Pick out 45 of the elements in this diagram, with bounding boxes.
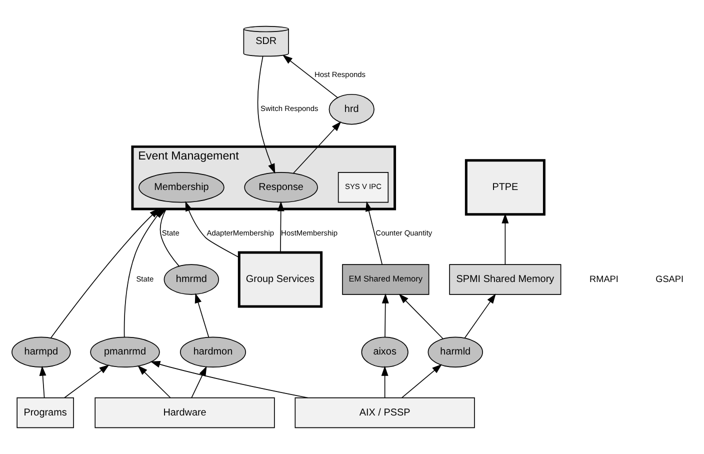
node-box: Programs (16, 397, 74, 428)
arrow (185, 201, 240, 258)
node-ellipse: harmld (428, 336, 483, 368)
arrow (191, 366, 207, 398)
arrow (502, 213, 509, 265)
arrow (257, 56, 276, 174)
edge-label: HostMembership (281, 228, 338, 238)
arrow (382, 293, 389, 338)
label: RMAPI (590, 274, 618, 284)
arrow (282, 54, 338, 98)
arrow (150, 360, 308, 398)
node-ellipse: harmpd (12, 336, 71, 368)
arrow (398, 294, 444, 340)
edge-label: State (162, 228, 180, 238)
node-ellipse: Response (244, 172, 318, 203)
node-ellipse: hrd (328, 94, 374, 125)
arrow (194, 293, 210, 338)
node-ellipse: Membership (138, 172, 224, 203)
arrow (64, 364, 110, 398)
node-ellipse: hmrmd (164, 264, 219, 295)
arrow (366, 201, 383, 265)
node-ellipse: hardmon (180, 336, 246, 368)
arrow (292, 121, 342, 174)
edge-label: Host Responds (314, 70, 366, 80)
label: GSAPI (656, 274, 684, 284)
node-box: SPMI Shared Memory (449, 264, 562, 295)
node-ellipse: aixos (361, 336, 408, 368)
node-box: SYS V IPC (338, 172, 389, 203)
node-box: EM Shared Memory (342, 264, 430, 295)
node-box: Group Services (238, 251, 323, 308)
node-box: Hardware (94, 397, 275, 428)
edge-label: Switch Responds (260, 104, 318, 114)
arrow (464, 294, 496, 338)
edge-label: Counter Quantity (376, 228, 432, 238)
arrow (381, 366, 388, 398)
arrow (50, 208, 160, 338)
arrow (138, 365, 171, 398)
edge-label: State (136, 274, 154, 284)
arrow (124, 208, 164, 338)
arrow (277, 201, 284, 253)
node-box: PTPE (464, 159, 546, 216)
node-box: AIX / PSSP (294, 397, 475, 428)
edge-label: AdapterMembership (206, 228, 274, 238)
arrow (401, 364, 442, 398)
arrow (39, 366, 46, 398)
